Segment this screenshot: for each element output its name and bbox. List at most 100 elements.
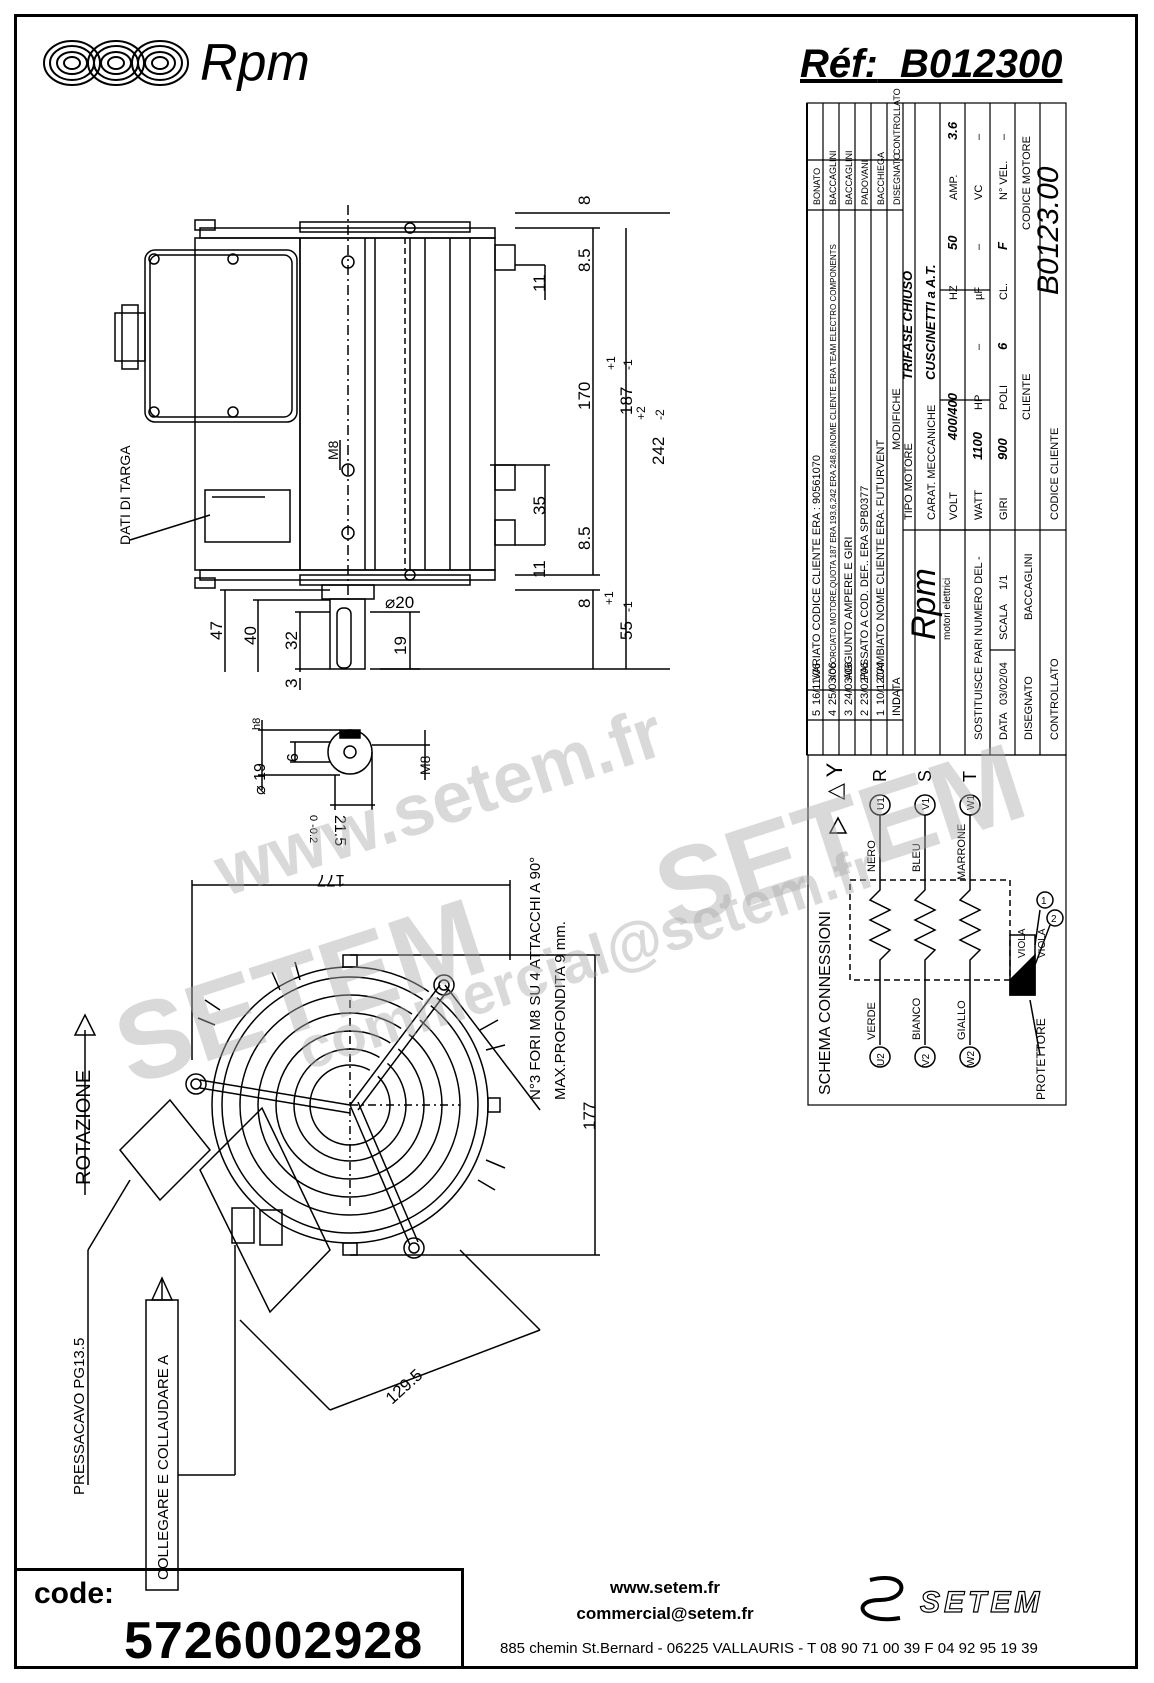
ref-value: B012300 <box>900 42 1063 86</box>
dim-8-5-top: 8.5 <box>575 248 594 272</box>
rev-4-text: ACCORCIATO MOTORE,QUOTA 187 ERA 193,6,24… <box>829 244 838 680</box>
value-uf: – <box>973 243 985 250</box>
label-nvel: N° VEL. <box>998 161 1010 200</box>
dim-242-plus: +2 <box>634 406 648 420</box>
terminal-v1: V1 <box>921 797 932 810</box>
dim-19: 19 <box>391 636 410 655</box>
label-collegare: COLLEGARE E COLLAUDARE A <box>155 1355 172 1580</box>
dim-242-minus: -2 <box>653 409 667 420</box>
terminal-u1: U1 <box>876 797 887 810</box>
value-giri: 900 <box>995 438 1010 460</box>
rpm-logo: Rpm <box>43 34 310 92</box>
dim-8-5-bottom: 8.5 <box>575 526 594 550</box>
label-uf: µF <box>973 287 985 300</box>
rev-1-who: BACCHIEGA <box>876 152 886 205</box>
footer-website[interactable]: www.setem.fr <box>610 1578 720 1597</box>
title-block <box>806 102 1067 1106</box>
rev-3-who: BACCAGLINI <box>844 150 854 205</box>
title-block-text: 5 16/11/06 VARIATO CODICE CLIENTE ERA : … <box>811 88 1065 740</box>
dim-3: 3 <box>282 679 301 688</box>
label-disegnato: DISEGNATO <box>1023 676 1035 740</box>
wire-nero: NERO <box>866 840 878 872</box>
phase-s: S <box>915 770 935 782</box>
label-watt: WATT <box>973 490 985 520</box>
schema-symbols: △ Y <box>822 762 847 800</box>
dim-8-bottom: 8 <box>575 599 594 608</box>
value-sostituisce: - <box>973 556 985 560</box>
schema-connessioni <box>828 794 1064 1068</box>
front-view-labels: ROTAZIONE 177 177 129.5 N°3 FORI M8 SU 4… <box>71 857 599 1580</box>
value-tipo: TRIFASE CHIUSO <box>900 271 915 380</box>
dim-21-5: 21.5 <box>331 815 348 846</box>
brand-text: Rpm <box>200 34 310 92</box>
shaft-section <box>258 720 430 810</box>
drawing-frame <box>14 14 1138 1669</box>
rev-header-date: DATA <box>891 677 903 705</box>
footer-email[interactable]: commercial@setem.fr <box>576 1604 754 1623</box>
label-vc: VC <box>973 185 985 200</box>
footer-address: 885 chemin St.Bernard - 06225 VALLAURIS … <box>500 1640 1038 1657</box>
dim-242: 242 <box>649 437 668 465</box>
label-dati-targa: DATI DI TARGA <box>117 445 133 545</box>
rev-5-n: 5 <box>811 710 823 716</box>
rev-3-n: 3 <box>843 710 855 716</box>
footer-contacts: www.setem.fr commercial@setem.fr <box>560 1575 770 1627</box>
dim-55: 55 <box>617 621 636 640</box>
rev-5-text: VARIATO CODICE CLIENTE ERA : 90561070 <box>811 455 823 680</box>
phase-r: R <box>870 769 890 782</box>
code-value: 5726002928 <box>124 1612 424 1670</box>
dim-35: 35 <box>530 496 549 515</box>
rev-4-who: BACCAGLINI <box>828 150 838 205</box>
label-codice-motore: CODICE MOTORE <box>1021 136 1033 230</box>
setem-logo-text: SETEM <box>920 1586 1043 1619</box>
dim-shaft-dia: ⌀20 <box>385 593 414 612</box>
side-view-dimensions: 8 8.5 11 170 +1 187 -1 +2 242 -2 8.5 35 … <box>117 196 668 688</box>
label-viola-1: VIOLA <box>1017 928 1028 958</box>
wire-giallo: GIALLO <box>956 1000 968 1040</box>
label-controllato: CONTROLLATO <box>1049 658 1061 740</box>
side-view <box>114 205 670 690</box>
code-box: code: 5726002928 <box>14 1568 464 1670</box>
terminal-w2: W2 <box>966 1051 977 1066</box>
dim-187: 187 <box>617 387 636 415</box>
label-carat: CARAT. MECCANICHE <box>926 405 938 520</box>
rev-2-text: PASSATO A COD. DEF.. ERA SPB0377 <box>859 486 871 680</box>
dim-177-right: 177 <box>580 1102 599 1130</box>
dim-8-top: 8 <box>575 196 594 205</box>
shaft-section-dims: ⌀ 19 h8 6 21.5 0 -0.2 M8 <box>251 718 433 846</box>
dim-11-top: 11 <box>530 274 549 292</box>
value-amp: 3.6 <box>945 121 960 140</box>
label-shaft-m8: M8 <box>417 755 433 775</box>
value-codice-motore: B0123.00 <box>1032 166 1065 295</box>
dim-55-plus: +1 <box>602 591 616 605</box>
label-cliente: CLIENTE <box>1021 374 1033 420</box>
reference: Réf: B012300 <box>800 42 1062 87</box>
label-giri: GIRI <box>998 497 1010 520</box>
wire-marrone: MARRONE <box>956 824 968 880</box>
label-cl: CL. <box>998 283 1010 300</box>
label-pressacavo: PRESSACAVO PG13.5 <box>71 1338 88 1495</box>
value-cl: F <box>995 241 1010 250</box>
label-data: DATA <box>998 712 1010 740</box>
label-hp: HP <box>973 395 985 410</box>
rev-5-who: BONATO <box>812 168 822 205</box>
dim-129-5: 129.5 <box>382 1365 426 1408</box>
setem-logo: SETEM <box>860 1576 1043 1622</box>
dim-187-minus: -1 <box>621 359 635 370</box>
label-poli: POLI <box>998 385 1010 410</box>
dim-shaft-19: ⌀ 19 <box>252 763 269 795</box>
dim-55-minus: -1 <box>621 601 635 612</box>
terminal-w1: W1 <box>966 795 977 810</box>
value-hp: – <box>973 343 985 350</box>
value-watt: 1100 <box>970 431 985 460</box>
rev-3-date: 24/03/06 <box>843 662 855 705</box>
dim-40: 40 <box>241 626 260 645</box>
label-amp: AMP. <box>948 175 960 200</box>
dim-key-6: 6 <box>285 753 302 762</box>
rev-2-n: 2 <box>859 710 871 716</box>
rev-4-n: 4 <box>827 710 839 716</box>
label-viola-2: VIOLA <box>1037 928 1048 958</box>
dim-21-5-tol: 0 -0.2 <box>307 815 319 843</box>
label-holes-note: N°3 FORI M8 SU 4 ATTACCHI A 90° <box>527 857 544 1100</box>
